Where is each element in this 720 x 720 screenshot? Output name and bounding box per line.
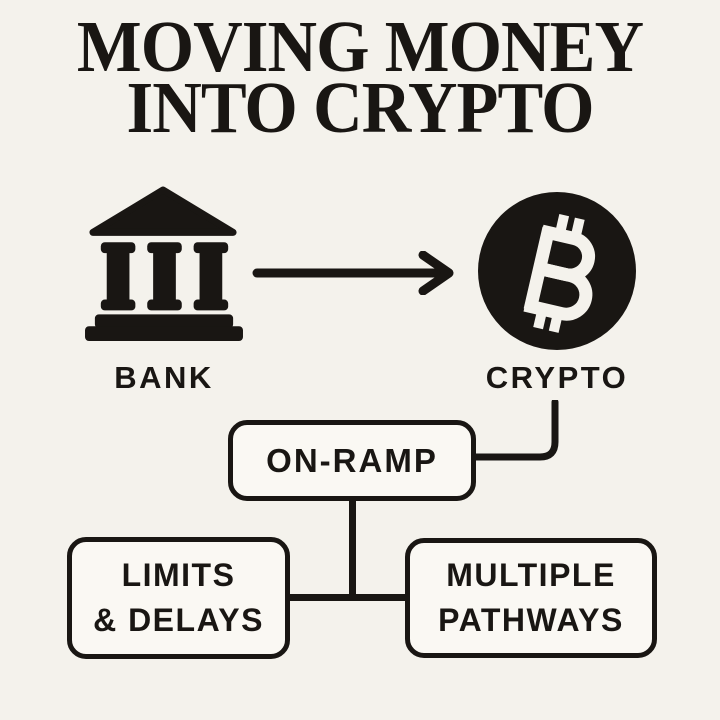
title-line-2: INTO CRYPTO (126, 67, 594, 148)
bitcoin-icon (477, 191, 637, 351)
connector-branch-horizontal (287, 594, 408, 601)
pathways-line-1: MULTIPLE (446, 557, 616, 593)
pathways-line-2: PATHWAYS (438, 602, 624, 638)
bank-icon (85, 185, 243, 341)
limits-delays-box: LIMITS & DELAYS (67, 537, 290, 659)
limits-line-1: LIMITS (121, 557, 236, 593)
page-title: MOVING MONEY INTO CRYPTO (22, 6, 699, 148)
bank-label: BANK (114, 360, 214, 395)
onramp-label: ON-RAMP (266, 441, 438, 479)
limits-line-2: & DELAYS (93, 602, 264, 638)
connector-crypto-to-onramp (468, 400, 562, 464)
crypto-label: CRYPTO (485, 360, 629, 395)
onramp-box: ON-RAMP (228, 420, 476, 501)
connector-onramp-down (349, 498, 356, 601)
multiple-pathways-box: MULTIPLE PATHWAYS (405, 538, 657, 658)
title-line-1: MOVING MONEY (76, 6, 644, 87)
arrow-right-icon (252, 251, 458, 295)
